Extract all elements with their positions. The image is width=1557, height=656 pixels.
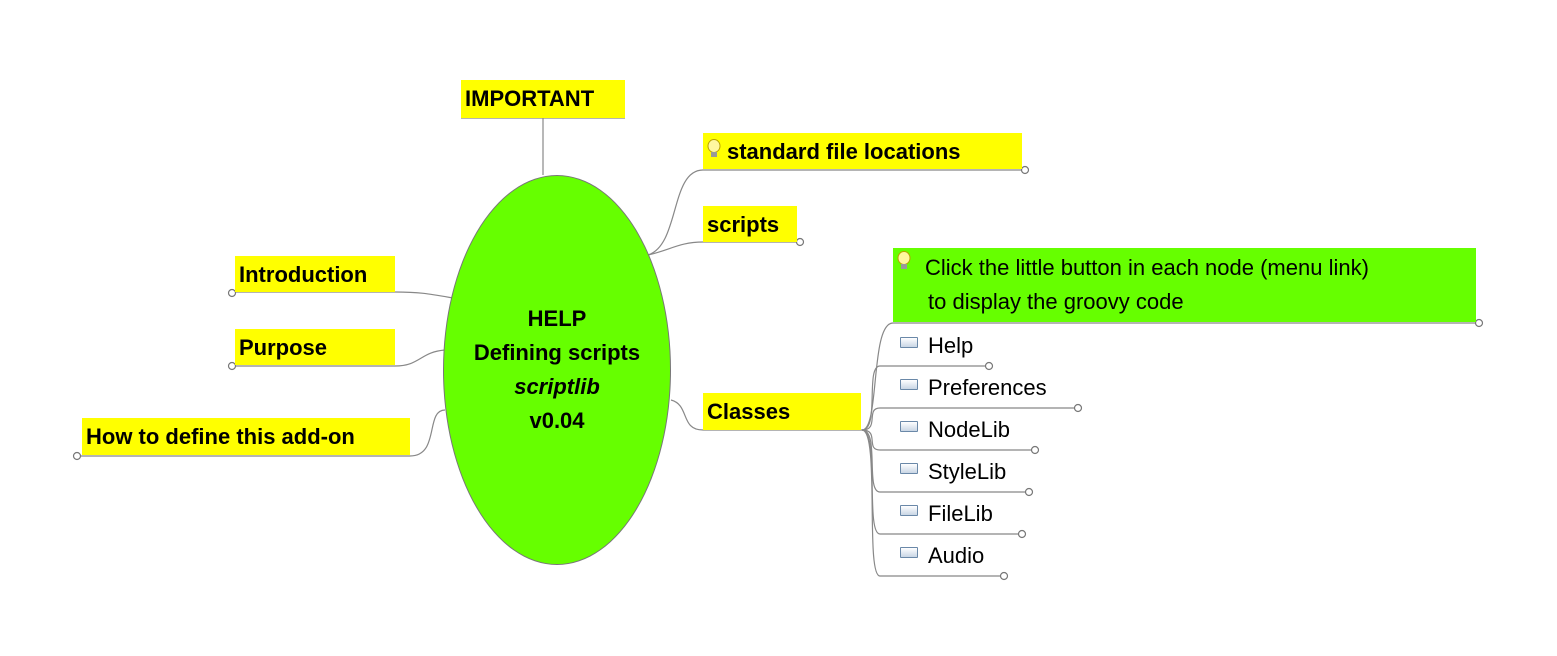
lightbulb-icon xyxy=(707,139,721,157)
fold-circle xyxy=(227,288,237,298)
node-click-note[interactable]: Click the little button in each node (me… xyxy=(893,248,1476,322)
class-label: FileLib xyxy=(928,501,993,526)
link-icon[interactable] xyxy=(900,547,918,558)
fold-circle xyxy=(1020,165,1030,175)
node-purpose[interactable]: Purpose xyxy=(235,329,395,365)
edge-introduction xyxy=(235,291,454,299)
root-node[interactable]: HELP Defining scripts scriptlib v0.04 xyxy=(443,175,671,565)
class-node-audio[interactable]: Audio xyxy=(900,543,984,569)
class-node-stylelib[interactable]: StyleLib xyxy=(900,459,1006,485)
node-important[interactable]: IMPORTANT xyxy=(461,80,625,118)
fold-circle xyxy=(1474,318,1484,328)
edge-standard xyxy=(647,169,1022,256)
edge-how-to xyxy=(80,409,446,457)
node-scripts[interactable]: scripts xyxy=(703,206,797,242)
fold-circle xyxy=(795,237,805,247)
fold-circle xyxy=(227,361,237,371)
class-label: Audio xyxy=(928,543,985,568)
edge-classes xyxy=(670,399,862,431)
fold-circle xyxy=(72,451,82,461)
link-icon[interactable] xyxy=(900,337,918,348)
class-node-help[interactable]: Help xyxy=(900,333,973,359)
root-line: Defining scripts xyxy=(473,340,641,365)
note-line: Click the little button in each node (me… xyxy=(925,255,1369,280)
node-introduction[interactable]: Introduction xyxy=(235,256,395,292)
node-label: standard file locations xyxy=(727,139,961,164)
root-line: HELP xyxy=(527,306,587,331)
link-icon[interactable] xyxy=(900,421,918,432)
root-line: v0.04 xyxy=(529,408,585,433)
link-icon[interactable] xyxy=(900,505,918,516)
node-how-to-define[interactable]: How to define this add-on xyxy=(82,418,410,455)
class-node-filelib[interactable]: FileLib xyxy=(900,501,993,527)
node-standard-file-locations[interactable]: standard file locations xyxy=(703,133,1022,169)
edge-scripts xyxy=(647,241,797,256)
class-label: Help xyxy=(928,333,974,358)
class-label: StyleLib xyxy=(928,459,1007,484)
link-icon[interactable] xyxy=(900,379,918,390)
note-line: to display the groovy code xyxy=(928,289,1184,314)
class-label: NodeLib xyxy=(928,417,1010,442)
root-line: scriptlib xyxy=(514,374,600,399)
link-icon[interactable] xyxy=(900,463,918,474)
lightbulb-icon xyxy=(897,251,911,269)
class-node-preferences[interactable]: Preferences xyxy=(900,375,1047,401)
edge-note xyxy=(861,322,1476,431)
node-classes[interactable]: Classes xyxy=(703,393,861,430)
edge-purpose xyxy=(235,349,446,367)
class-label: Preferences xyxy=(928,375,1047,400)
class-node-nodelib[interactable]: NodeLib xyxy=(900,417,1010,443)
